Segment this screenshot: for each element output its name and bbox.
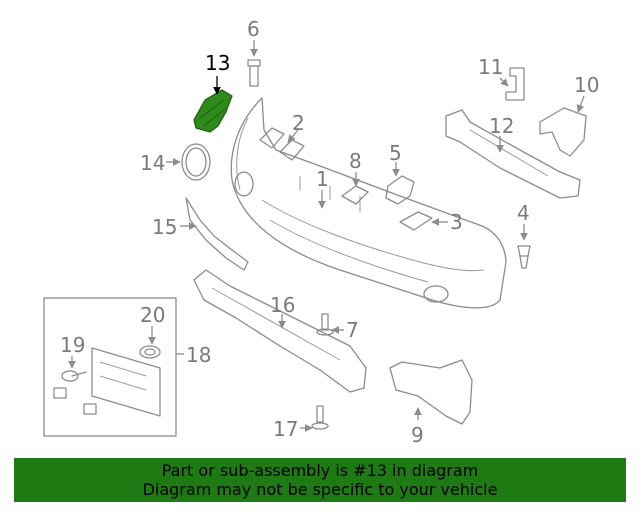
- callout-20: 20: [140, 303, 165, 327]
- callout-11: 11: [478, 55, 503, 79]
- callout-16: 16: [270, 293, 295, 317]
- callout-13: 13: [205, 51, 230, 75]
- callout-4: 4: [517, 201, 530, 225]
- callout-6: 6: [247, 17, 260, 41]
- part-12-reinforcement: 12: [445, 109, 581, 199]
- part-5-bracket: 5: [385, 141, 415, 205]
- part-13-bracket: 13: [193, 51, 233, 133]
- part-19-screw: 19: [60, 333, 87, 382]
- part-8-clip: 8: [341, 149, 369, 205]
- footer-line-1: Part or sub-assembly is #13 in diagram: [161, 461, 479, 480]
- callout-7: 7: [346, 318, 359, 342]
- part-7-screw: 7: [316, 313, 359, 342]
- callout-10: 10: [574, 73, 599, 97]
- callout-19: 19: [60, 333, 85, 357]
- callout-3: 3: [450, 210, 463, 234]
- part-17-bolt: 17: [273, 405, 329, 441]
- part-9-corner: 9: [389, 359, 473, 447]
- part-4-clip: 4: [517, 201, 531, 269]
- part-16-valance: 16: [193, 269, 367, 393]
- part-18-license-bracket-set: 18: [43, 297, 211, 437]
- callout-2: 2: [292, 111, 305, 135]
- callout-8: 8: [349, 149, 362, 173]
- part-15-side-bracket: 15: [152, 197, 249, 271]
- callout-14: 14: [140, 151, 165, 175]
- part-2-clips: 2: [259, 111, 305, 161]
- callout-18: 18: [186, 343, 211, 367]
- callout-15: 15: [152, 215, 177, 239]
- callout-17: 17: [273, 417, 298, 441]
- part-1-bumper-cover: 1: [230, 97, 507, 309]
- part-6-bolt: 6: [247, 17, 261, 87]
- callout-9: 9: [411, 423, 424, 447]
- footer-banner: Part or sub-assembly is #13 in diagram D…: [14, 458, 626, 502]
- part-3-retainer: 3: [399, 210, 463, 234]
- part-20-grommet: 20: [139, 303, 165, 359]
- callout-12: 12: [489, 114, 514, 138]
- footer-line-2: Diagram may not be specific to your vehi…: [142, 480, 498, 499]
- callout-5: 5: [389, 141, 402, 165]
- part-10-bracket: 10: [539, 73, 599, 157]
- part-11-bracket: 11: [478, 55, 525, 101]
- part-14-ring: 14: [140, 143, 211, 181]
- callout-1: 1: [316, 167, 329, 191]
